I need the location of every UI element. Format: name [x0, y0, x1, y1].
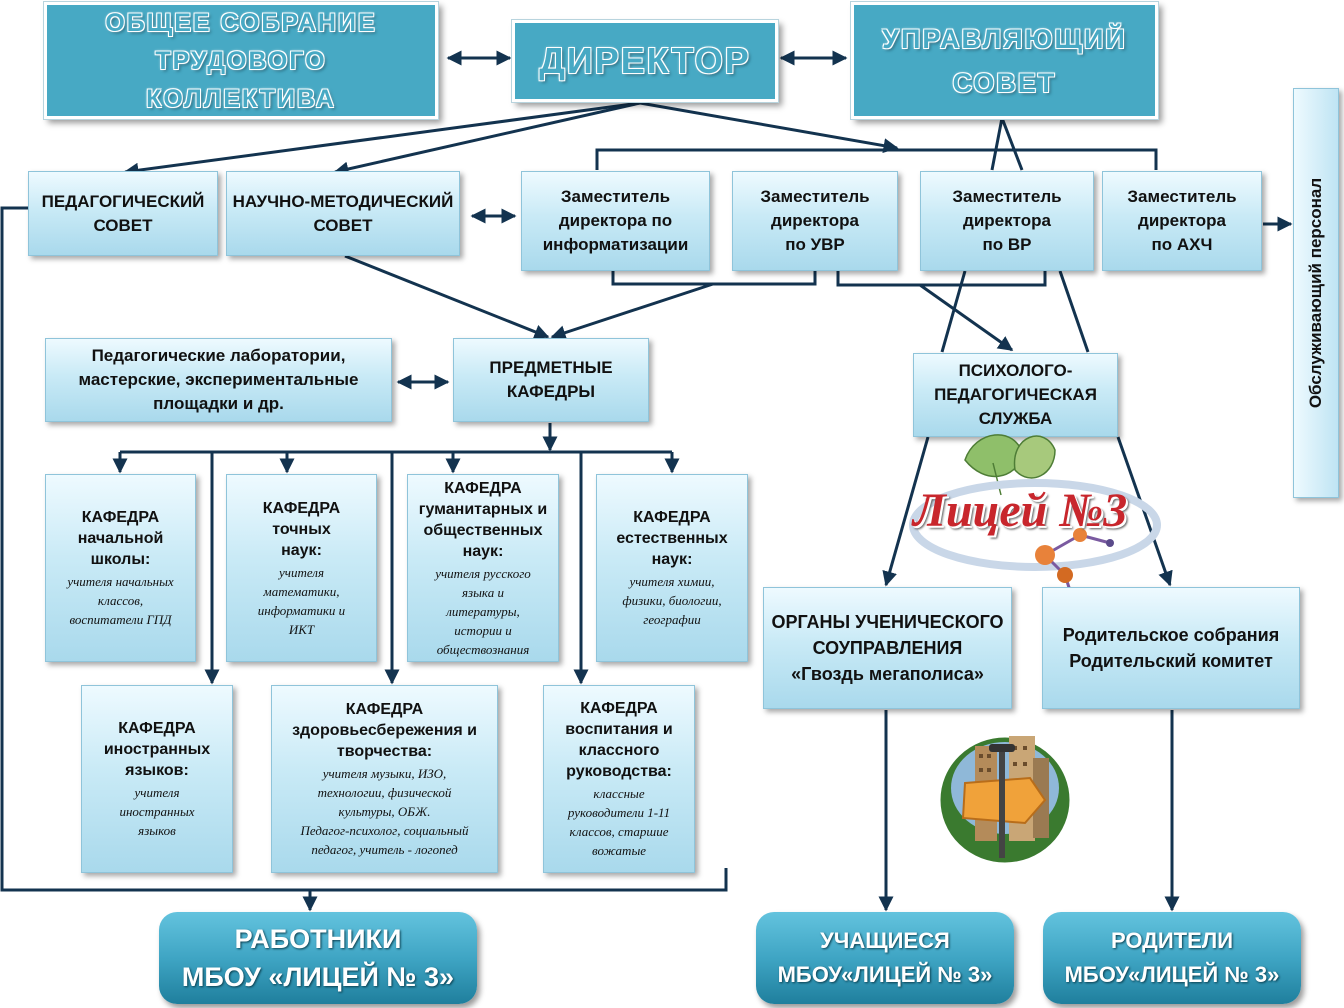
- governing-council-label: УПРАВЛЯЮЩИЙ СОВЕТ: [882, 23, 1127, 98]
- dept-health-title: КАФЕДРА здоровьесбережения и творчества:: [292, 701, 477, 760]
- parent-bodies-label: Родительское собрания Родительский комит…: [1062, 625, 1280, 671]
- labs-label: Педагогические лаборатории, мастерские, …: [78, 346, 359, 413]
- deputy-uvr-label: Заместитель директора по УВР: [760, 187, 870, 254]
- director-box: ДИРЕКТОР: [512, 20, 778, 102]
- general-meeting-label: ОБЩЕЕ СОБРАНИЕ ТРУДОВОГО КОЛЛЕКТИВА: [105, 8, 377, 113]
- arrow-deputies-subjects: [550, 282, 714, 340]
- dept-upbringing-box: КАФЕДРА воспитания и классного руководст…: [543, 685, 695, 873]
- dept-health-box: КАФЕДРА здоровьесбережения и творчества:…: [271, 685, 498, 873]
- students-pill-label: УЧАЩИЕСЯ МБОУ«ЛИЦЕЙ № 3»: [777, 928, 993, 987]
- council-to-vr: [990, 112, 1024, 171]
- general-meeting-box: ОБЩЕЕ СОБРАНИЕ ТРУДОВОГО КОЛЛЕКТИВА: [44, 2, 438, 119]
- parents-pill: РОДИТЕЛИ МБОУ«ЛИЦЕЙ № 3»: [1043, 912, 1301, 1004]
- psych-service-label: ПСИХОЛОГО- ПЕДАГОГИЧЕСКАЯ СЛУЖБА: [934, 361, 1097, 428]
- dept-languages-members: учителя иностранных языков: [119, 785, 195, 838]
- vr-psych-right: [1058, 270, 1090, 353]
- dept-health-members: учителя музыки, ИЗО, технологии, физичес…: [300, 766, 469, 857]
- student-government-label: ОРГАНЫ УЧЕНИЧЕСКОГО СОУПРАВЛЕНИЯ «Гвоздь…: [771, 612, 1004, 684]
- dept-upbringing-title: КАФЕДРА воспитания и классного руководст…: [565, 700, 673, 780]
- governing-council-box: УПРАВЛЯЮЩИЙ СОВЕТ: [851, 2, 1158, 119]
- dept-exact-members: учителя математики, информатики и ИКТ: [257, 564, 346, 637]
- dept-natural-box: КАФЕДРА естественных наук: учителя химии…: [596, 474, 748, 662]
- service-staff-box: Обслуживающий персонал: [1293, 88, 1339, 498]
- pedagogical-council-label: ПЕДАГОГИЧЕСКИЙ СОВЕТ: [41, 191, 205, 235]
- deputies-bracket: [595, 148, 1158, 170]
- deputy-ahch-box: Заместитель директора по АХЧ: [1102, 171, 1262, 271]
- dept-primary-title: КАФЕДРА начальной школы:: [77, 509, 164, 568]
- subject-departments-label: ПРЕДМЕТНЫЕ КАФЕДРЫ: [489, 358, 613, 401]
- deputy-uvr-box: Заместитель директора по УВР: [732, 171, 898, 271]
- dept-natural-members: учителя химии, физики, биологии, географ…: [622, 574, 722, 627]
- arrow-nms-subjects: [344, 254, 550, 339]
- deputy-vr-box: Заместитель директора по ВР: [920, 171, 1094, 271]
- dept-languages-title: КАФЕДРА иностранных языков:: [103, 720, 211, 779]
- subject-departments-box: ПРЕДМЕТНЫЕ КАФЕДРЫ: [453, 338, 649, 422]
- it-uvr-bracket: [611, 271, 817, 286]
- service-staff-label: Обслуживающий персонал: [1306, 177, 1325, 409]
- dept-exact-box: КАФЕДРА точных наук: учителя математики,…: [226, 474, 377, 662]
- dept-humanities-title: КАФЕДРА гуманитарных и общественных наук…: [418, 479, 548, 560]
- students-pill: УЧАЩИЕСЯ МБОУ«ЛИЦЕЙ № 3»: [756, 912, 1014, 1004]
- dept-primary-box: КАФЕДРА начальной школы: учителя начальн…: [45, 474, 196, 662]
- nail-emblem-graphic: [937, 734, 1073, 866]
- dept-natural-title: КАФЕДРА естественных наук:: [616, 509, 728, 568]
- scientific-methodical-council-box: НАУЧНО-МЕТОДИЧЕСКИЙ СОВЕТ: [226, 171, 460, 256]
- staff-pill: РАБОТНИКИ МБОУ «ЛИЦЕЙ № 3»: [159, 912, 477, 1004]
- labs-box: Педагогические лаборатории, мастерские, …: [45, 338, 392, 422]
- dept-upbringing-members: классные руководители 1-11 классов, стар…: [567, 786, 671, 858]
- student-government-box: ОРГАНЫ УЧЕНИЧЕСКОГО СОУПРАВЛЕНИЯ «Гвоздь…: [763, 587, 1012, 709]
- vr-psych-left: [940, 270, 967, 353]
- parents-pill-label: РОДИТЕЛИ МБОУ«ЛИЦЕЙ № 3»: [1064, 928, 1280, 987]
- director-label: ДИРЕКТОР: [539, 40, 751, 81]
- dept-humanities-members: учителя русского языка и литературы, ист…: [435, 565, 531, 657]
- deputy-it-box: Заместитель директора по информатизации: [521, 171, 710, 271]
- lyceum-logo: Лицей №3: [905, 425, 1165, 610]
- arrow-uvr-psych: [919, 283, 1014, 352]
- parent-bodies-box: Родительское собрания Родительский комит…: [1042, 587, 1300, 709]
- deputy-vr-label: Заместитель директора по ВР: [952, 187, 1062, 254]
- lyceum-logo-text: Лицей №3: [913, 484, 1128, 537]
- staff-pill-label: РАБОТНИКИ МБОУ «ЛИЦЕЙ № 3»: [181, 924, 455, 992]
- deputy-it-label: Заместитель директора по информатизации: [542, 187, 689, 254]
- dept-exact-title: КАФЕДРА точных наук:: [262, 499, 341, 559]
- dept-languages-box: КАФЕДРА иностранных языков: учителя инос…: [81, 685, 233, 873]
- deputy-ahch-label: Заместитель директора по АХЧ: [1127, 187, 1237, 254]
- uvr-vr-bracket: [836, 271, 1047, 287]
- dept-primary-members: учителя начальных классов, воспитатели Г…: [67, 574, 174, 627]
- psych-service-box: ПСИХОЛОГО- ПЕДАГОГИЧЕСКАЯ СЛУЖБА: [913, 353, 1118, 437]
- nail-emblem: [935, 728, 1075, 868]
- dept-humanities-box: КАФЕДРА гуманитарных и общественных наук…: [407, 474, 559, 662]
- scientific-methodical-council-label: НАУЧНО-МЕТОДИЧЕСКИЙ СОВЕТ: [232, 191, 454, 235]
- pedagogical-council-box: ПЕДАГОГИЧЕСКИЙ СОВЕТ: [28, 171, 218, 256]
